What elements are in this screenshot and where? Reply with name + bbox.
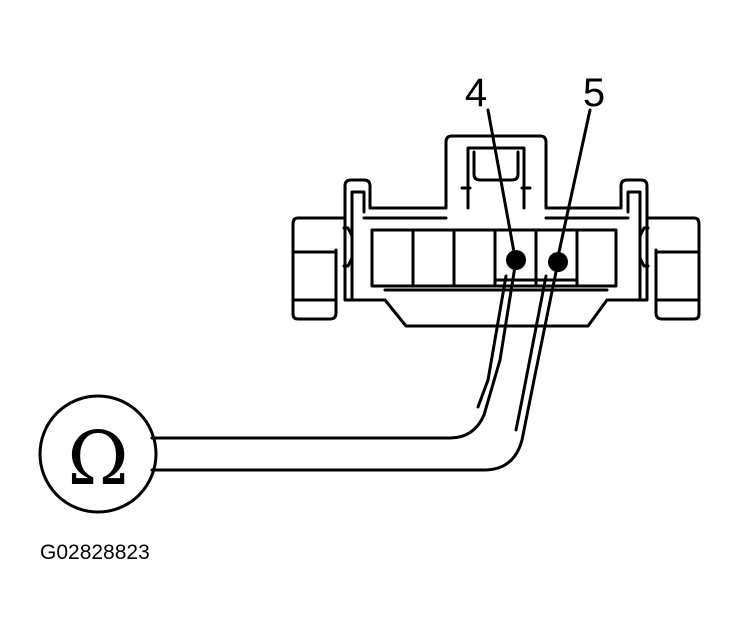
terminal-5-label: 5 [583, 71, 605, 115]
terminal-4-probe-point [506, 250, 526, 270]
connector-housing [343, 134, 649, 328]
connector-left-latch [291, 216, 354, 321]
ohmmeter-icon [38, 394, 158, 514]
probe-lead-terminal-4 [150, 258, 518, 440]
housing-inner-step [350, 190, 366, 302]
terminal-4-label: 4 [465, 71, 487, 115]
leader-line-terminal-5 [557, 108, 592, 254]
ohm-symbol: Ω [67, 416, 128, 502]
housing-inner-step [626, 190, 642, 302]
terminal-5-probe-point [548, 252, 568, 272]
probe-lead-terminal-4-edge [476, 274, 508, 409]
probe-lead-terminal-5-edge [514, 274, 548, 432]
probe-lead-terminal-5 [150, 260, 560, 472]
figure-id: G02828823 [40, 541, 150, 564]
connector-right-latch [638, 216, 701, 321]
leader-line-terminal-4 [486, 108, 516, 254]
terminal-cavity-row [370, 228, 618, 288]
